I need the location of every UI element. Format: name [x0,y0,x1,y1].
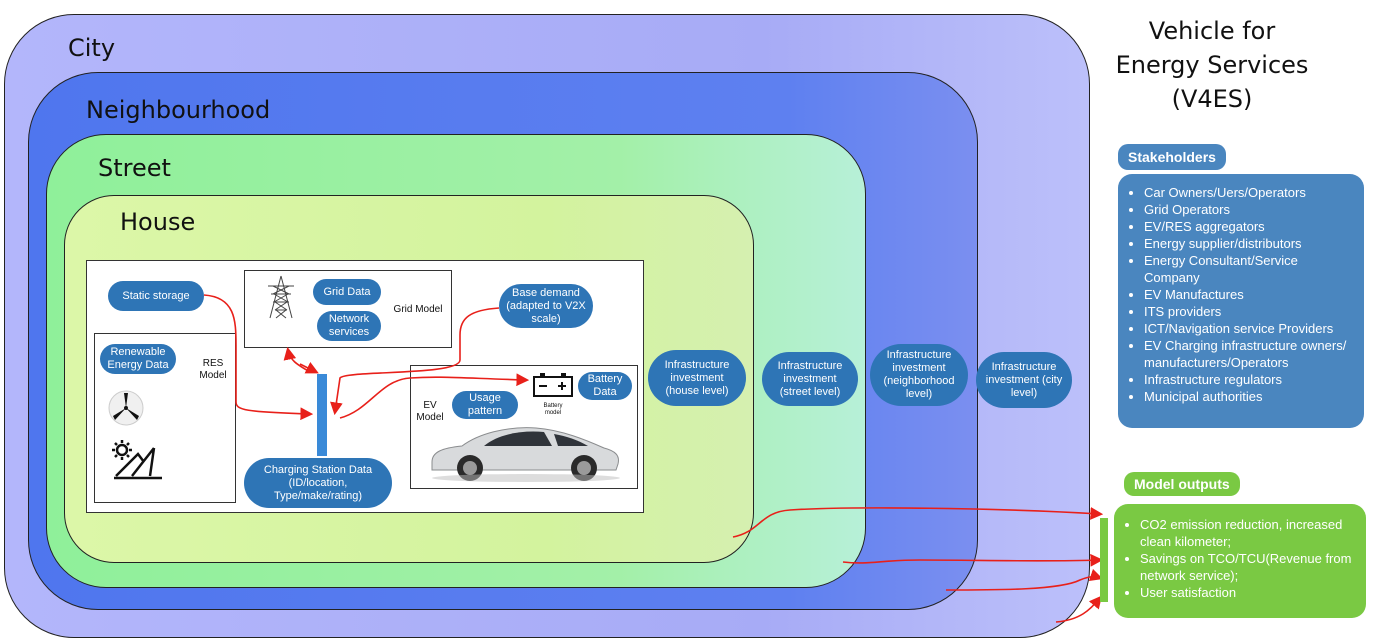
infrastructure-neighborhood-pill: Infrastructure investment (neighborhood … [870,344,968,406]
stakeholders-list: Car Owners/Uers/OperatorsGrid OperatorsE… [1120,184,1356,405]
infrastructure-city-pill: Infrastructure investment (city level) [976,352,1072,408]
grid-data-pill: Grid Data [313,279,381,305]
network-services-pill: Network services [317,311,381,341]
v4es-title-line-3: (V4ES) [1171,85,1253,113]
infrastructure-house-pill: Infrastructure investment (house level) [648,350,746,406]
stakeholder-item: Energy supplier/distributors [1144,235,1356,252]
static-storage-pill: Static storage [108,281,204,311]
res-model-label: RES Model [199,358,227,381]
renewable-energy-data-pill: Renewable Energy Data [100,344,176,374]
stakeholder-item: ICT/Navigation service Providers [1144,320,1356,337]
infrastructure-street-pill: Infrastructure investment (street level) [762,352,858,406]
transmission-tower-icon [268,275,294,319]
stakeholder-item: Grid Operators [1144,201,1356,218]
outputs-list: CO2 emission reduction, increased clean … [1116,516,1358,601]
base-demand-pill: Base demand (adapted to V2X scale) [499,284,593,328]
usage-pattern-pill: Usage pattern [452,391,518,419]
stakeholder-item: Infrastructure regulators [1144,371,1356,388]
stakeholder-item: Energy Consultant/Service Company [1144,252,1356,286]
street-title: Street [98,154,171,182]
stakeholder-item: Municipal authorities [1144,388,1356,405]
ev-model-label: EV Model [416,400,444,423]
charging-station-data-pill: Charging Station Data (ID/location, Type… [244,458,392,508]
model-output-item: User satisfaction [1140,584,1358,601]
city-title: City [68,34,116,62]
v4es-title-line-1: Vehicle for [1148,17,1276,45]
v4es-title-line-2: Energy Services [1115,51,1309,79]
stakeholders-heading: Stakeholders [1118,144,1226,170]
stakeholder-item: ITS providers [1144,303,1356,320]
model-output-item: Savings on TCO/TCU(Revenue from network … [1140,550,1358,584]
electric-car-icon [431,427,620,482]
grid-model-label: Grid Model [393,304,443,315]
stakeholder-item: EV Manufactures [1144,286,1356,303]
house-title: House [120,208,196,236]
battery-model-label: Battery model [543,403,563,416]
v4es-title: Vehicle for Energy Services (V4ES) [1082,14,1342,116]
neighbourhood-title: Neighbourhood [86,96,271,124]
model-output-item: CO2 emission reduction, increased clean … [1140,516,1358,550]
model-outputs-heading: Model outputs [1124,472,1240,496]
stakeholder-item: EV Charging infrastructure owners/ manuf… [1144,337,1356,371]
output-collector-bar [1100,518,1108,602]
battery-data-pill: Battery Data [578,372,632,400]
charging-station-bar [317,374,327,456]
solar-panel-icon [112,440,162,480]
wind-turbine-icon [108,390,144,426]
stakeholder-item: Car Owners/Uers/Operators [1144,184,1356,201]
stakeholders-panel: Car Owners/Uers/OperatorsGrid OperatorsE… [1118,174,1364,428]
stakeholder-item: EV/RES aggregators [1144,218,1356,235]
model-outputs-panel: CO2 emission reduction, increased clean … [1114,504,1366,618]
battery-icon [533,373,573,397]
